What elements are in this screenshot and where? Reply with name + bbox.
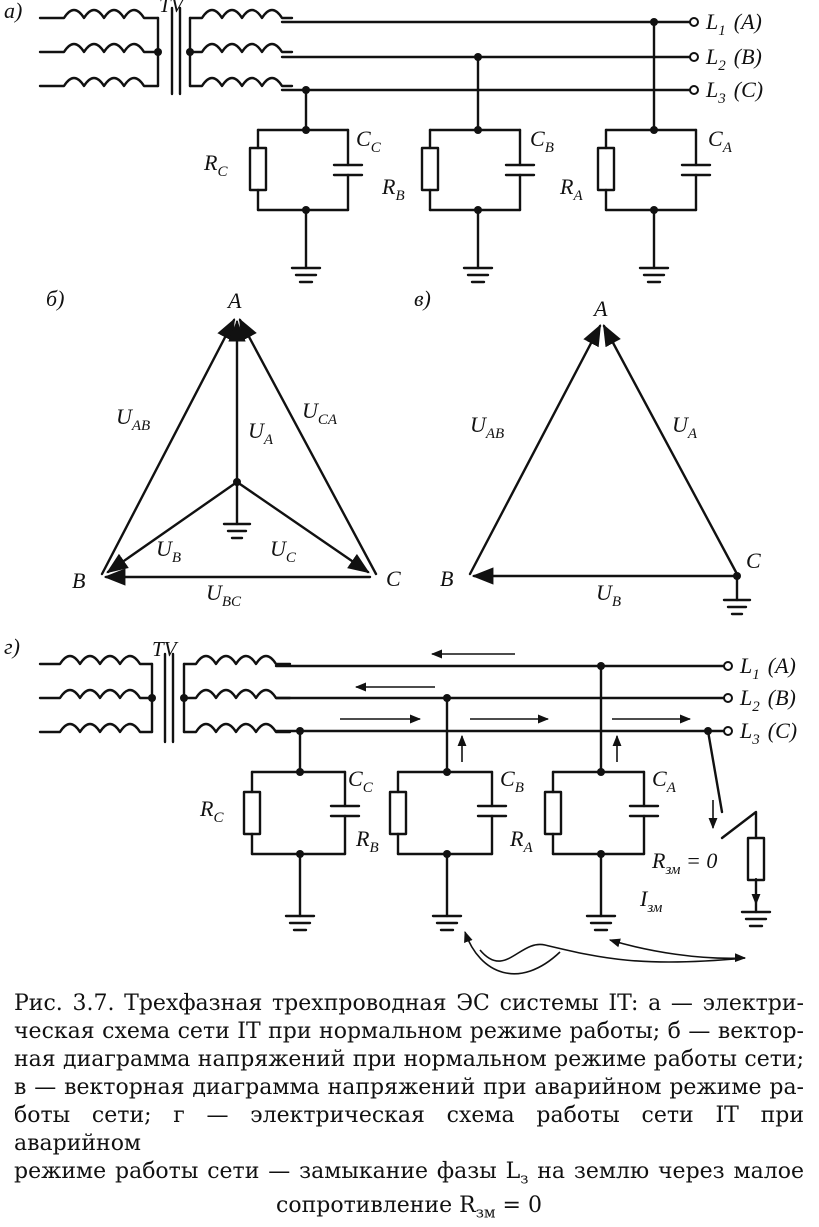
label-uca-b: UCA <box>302 398 338 428</box>
caption-line-7: сопротивление Rзм = 0 <box>276 1193 542 1222</box>
transformer-tv-g: TV <box>38 637 292 744</box>
caption-line-4: в — векторная диаграмма напряжений при а… <box>14 1075 804 1100</box>
caption-line-1: Рис. 3.7. Трехфазная трехпроводная ЭС си… <box>14 991 804 1016</box>
line-label-l3: L3(C) <box>705 77 763 107</box>
branch-c-a: RC CC <box>203 86 382 284</box>
caption-line-3: ная диаграмма напряжений при нормальном … <box>14 1047 804 1072</box>
transformer-tv-a: TV <box>38 0 294 96</box>
transformer-label: TV <box>159 0 186 17</box>
label-cc-g: CC <box>348 766 374 796</box>
caption-line-6: режиме работы сети — замыкание фазы Lз н… <box>14 1159 804 1188</box>
line-label-l2: L2(B) <box>705 44 762 74</box>
label-ua-b: UA <box>248 418 274 448</box>
vector-ub-b <box>106 480 239 574</box>
current-arrows <box>340 649 761 975</box>
line-label-l2-g: L2(B) <box>739 685 796 715</box>
label-rc: RC <box>203 150 228 180</box>
transformer-label-g: TV <box>152 637 179 661</box>
node-b-v: B <box>440 566 453 591</box>
label-rzm: Rзм = 0 <box>651 848 717 878</box>
label-cb: CB <box>530 126 554 156</box>
vector-uc-b <box>235 480 370 574</box>
branch-b-a: RB CB <box>381 53 554 284</box>
label-rb: RB <box>381 174 405 204</box>
line-label-l3-g: L3(C) <box>739 718 797 748</box>
label-ua-v: UA <box>672 412 698 442</box>
branch-a-g: RA CA <box>509 662 677 932</box>
label-uab-b: UAB <box>116 404 150 434</box>
label-izm: Iзм <box>639 886 663 916</box>
label-rc-g: RC <box>199 796 224 826</box>
node-c-v: C <box>746 548 761 573</box>
label-uab-v: UAB <box>470 412 504 442</box>
line-label-l1: L1(A) <box>705 9 762 39</box>
label-ub-v: UB <box>596 580 621 610</box>
label-ubc-b: UBC <box>206 580 242 610</box>
label-ca: CA <box>708 126 733 156</box>
branch-b-g: RB CB <box>355 694 524 932</box>
caption-line-2: ческая схема сети IT при нормальном режи… <box>14 1019 804 1044</box>
vector-uca-b <box>238 318 378 576</box>
caption-line-5: боты сети; г — электрическая схема работ… <box>14 1103 804 1156</box>
panel-v-label: в) <box>414 286 431 311</box>
label-uc-b: UC <box>270 536 297 566</box>
circuit-figure: а) TV <box>4 0 797 975</box>
node-c-b: C <box>386 566 401 591</box>
label-ra-g: RA <box>509 826 533 856</box>
panel-g-schematic: г) TV <box>4 634 797 975</box>
label-ra: RA <box>559 174 583 204</box>
label-cb-g: CB <box>500 766 524 796</box>
label-rb-g: RB <box>355 826 379 856</box>
vector-uab-v <box>468 324 602 576</box>
panel-v-vector-diagram: в) A B C UAB UA UB <box>414 286 761 616</box>
branch-a-a: RA CA <box>559 18 733 284</box>
fault-path: Rзм = 0 Iзм <box>639 727 772 928</box>
phase-lines-g <box>274 664 726 733</box>
phase-lines-a <box>280 20 692 92</box>
line-label-l1-g: L1(A) <box>739 653 796 683</box>
panel-b-vector-diagram: б) A B C UAB UCA UA UB UC UBC <box>46 286 401 610</box>
panel-b-label: б) <box>46 286 64 311</box>
node-a-b: A <box>226 288 242 313</box>
label-ca-g: CA <box>652 766 677 796</box>
figure-caption: Рис. 3.7. Трехфазная трехпроводная ЭС си… <box>14 990 804 1227</box>
vector-ua-v <box>602 324 739 576</box>
line-labels-a: L1(A) L2(B) L3(C) <box>705 9 763 107</box>
line-labels-g: L1(A) L2(B) L3(C) <box>739 653 797 748</box>
node-a-v: A <box>592 296 608 321</box>
panel-a-schematic: а) TV <box>4 0 763 284</box>
panel-g-label: г) <box>4 634 20 659</box>
label-cc: CC <box>356 126 382 156</box>
vector-uab-b <box>100 318 236 576</box>
panel-a-label: а) <box>4 0 22 23</box>
branch-c-g: RC CC <box>199 727 374 932</box>
label-ub-b: UB <box>156 536 181 566</box>
node-b-b: B <box>72 568 85 593</box>
